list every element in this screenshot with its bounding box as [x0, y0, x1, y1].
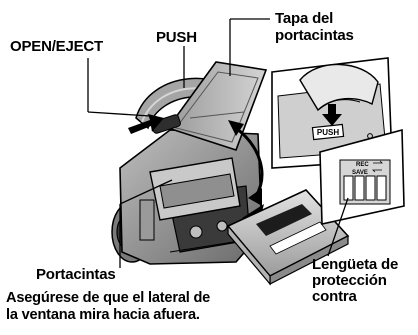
- cassette-cover-lid: [166, 61, 268, 151]
- cassette-cover-label-line2: portacintas: [275, 27, 354, 44]
- window-side-note: Asegúrese de que el lateral de la ventan…: [6, 290, 210, 324]
- save-text: SAVE: [352, 170, 368, 176]
- slide-arrow: [128, 114, 164, 134]
- push-label: PUSH: [156, 29, 197, 46]
- window-side-note-line1: Asegúrese de que el lateral de: [6, 290, 211, 306]
- cassette-holder-label: Portacintas: [36, 266, 116, 283]
- cassette-cover-label-line1: Tapa del: [275, 10, 334, 27]
- cassette-cover-label: Tapa del portacintas: [275, 10, 354, 44]
- protection-tab-label-line2: protección: [312, 272, 387, 289]
- protection-tab-label-line3: contra: [312, 288, 357, 305]
- open-eject-label: OPEN/EJECT: [10, 38, 104, 55]
- inset-push-text: PUSH: [317, 128, 339, 137]
- rec-text: REC: [356, 162, 369, 168]
- protection-tab-label: Lengüeta de protección contra: [312, 257, 398, 305]
- protection-tab-label-line1: Lengüeta de: [312, 256, 399, 273]
- protection-tab-inset: REC SAVE: [319, 128, 405, 225]
- lid-swing-arrow: [228, 120, 264, 206]
- window-side-note-line2: la ventana mira hacia afuera.: [6, 307, 200, 323]
- cassette: [226, 189, 350, 286]
- leader-lines: [87, 18, 349, 268]
